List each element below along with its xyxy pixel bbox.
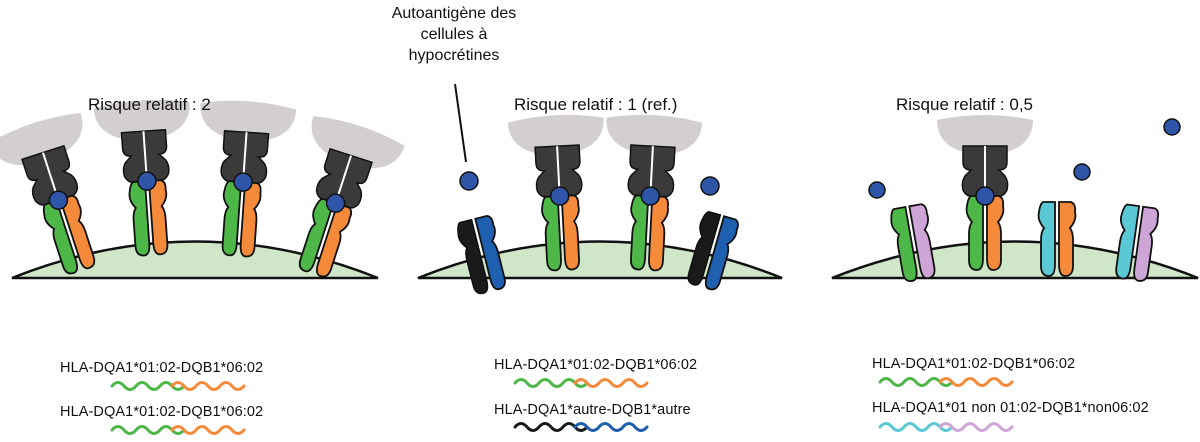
antigen-label-line1: Autoantigène des [391, 5, 517, 22]
free-antigen [459, 171, 479, 191]
hla-complex-3 [937, 115, 1033, 271]
genotype-label-2b: HLA-DQA1*autre-DQB1*autre [494, 402, 691, 418]
free-antigen [700, 176, 720, 196]
genotype-label-2a: HLA-DQA1*01:02-DQB1*06:02 [494, 357, 698, 373]
hla-complex-2b [604, 112, 703, 272]
free-antigen [1163, 118, 1181, 136]
antigen-label: Autoantigène des cellules à hypocrétines [364, 3, 544, 66]
risk-label-2: Risque relatif : 1 (ref.) [514, 95, 678, 114]
hla-complex-1b [93, 96, 192, 258]
hla-complex-1d [294, 111, 407, 281]
hla-complex-1c [198, 97, 297, 259]
free-antigen [1073, 163, 1091, 181]
genotype-label-3b: HLA-DQA1*01 non 01:02-DQB1*non06:02 [872, 400, 1149, 416]
risk-label-3: Risque relatif : 0,5 [896, 95, 1034, 114]
antigen-pointer [454, 83, 467, 163]
risk-label-1: Risque relatif : 2 [88, 95, 211, 114]
antigen-label-line3: hypocrétines [408, 47, 500, 64]
genotype-label-3a: HLA-DQA1*01:02-DQB1*06:02 [872, 356, 1076, 372]
genotype-label-1a: HLA-DQA1*01:02-DQB1*06:02 [60, 360, 264, 376]
hla-complex-2a [507, 112, 606, 272]
genotype-label-1b: HLA-DQA1*01:02-DQB1*06:02 [60, 404, 264, 420]
free-antigen [868, 181, 886, 199]
hla-complex-1a [0, 108, 100, 278]
antigen-label-line2: cellules à [420, 26, 488, 43]
